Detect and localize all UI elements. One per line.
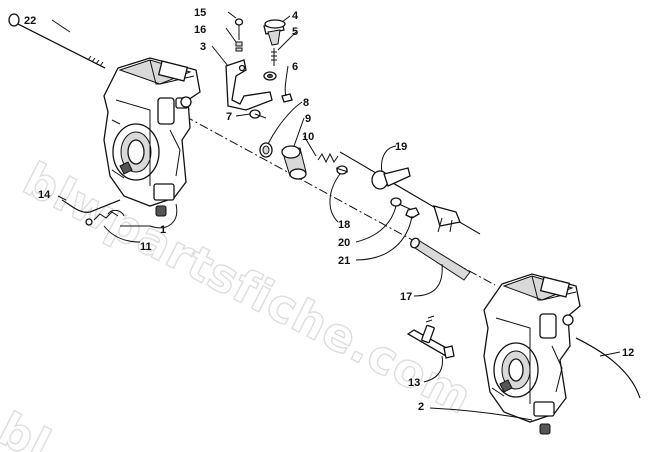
part-17-sleeve [410, 237, 471, 281]
callout-1: 1 [160, 224, 166, 236]
callout-9: 9 [305, 113, 311, 125]
part-15-screw [234, 18, 244, 40]
part-5-screw [271, 48, 277, 66]
callout-7: 7 [226, 111, 232, 123]
part-22-long-bolt [8, 13, 106, 69]
callout-20: 20 [338, 237, 350, 249]
callout-8: 8 [303, 97, 309, 109]
callout-17: 17 [400, 291, 412, 303]
callout-21: 21 [338, 255, 350, 267]
callout-19: 19 [395, 141, 407, 153]
part-9-collar [281, 145, 307, 180]
callout-6: 6 [292, 61, 298, 73]
part-14-cable [61, 199, 121, 213]
callout-14: 14 [38, 189, 51, 201]
callout-18: 18 [338, 219, 350, 231]
part-18-screw [335, 165, 349, 175]
part-3-bracket [225, 59, 273, 111]
part-13-fitting [406, 315, 455, 359]
callout-3: 3 [200, 41, 206, 53]
callout-4: 4 [292, 10, 299, 22]
part-19-throttle-shaft [339, 151, 481, 235]
part-11-clip [85, 209, 125, 226]
part-8-spacer [259, 142, 273, 158]
part-10-spring [317, 152, 339, 164]
part-12-cable [575, 337, 641, 399]
callout-12: 12 [622, 347, 634, 359]
callout-13: 13 [408, 377, 420, 389]
part-7-screw [249, 109, 267, 119]
callout-5: 5 [292, 26, 298, 38]
callouts: 22 15 16 3 4 5 6 7 8 9 10 19 1 11 14 18 … [24, 7, 634, 413]
leader-lines [51, 11, 621, 421]
callout-16: 16 [194, 24, 206, 36]
part-1-carburetor [103, 57, 201, 217]
part-21-nut [405, 207, 420, 219]
part-2-carburetor [483, 273, 581, 435]
callout-10: 10 [302, 131, 314, 143]
part-4-knob [263, 19, 286, 46]
callout-22: 22 [24, 15, 36, 27]
callout-11: 11 [140, 241, 152, 253]
part-6-washer [263, 71, 293, 103]
part-16-washer [235, 41, 243, 52]
part-20-screw [390, 197, 413, 211]
svg-text:bl: bl [0, 402, 60, 452]
callout-15: 15 [194, 7, 206, 19]
callout-2: 2 [418, 401, 424, 413]
